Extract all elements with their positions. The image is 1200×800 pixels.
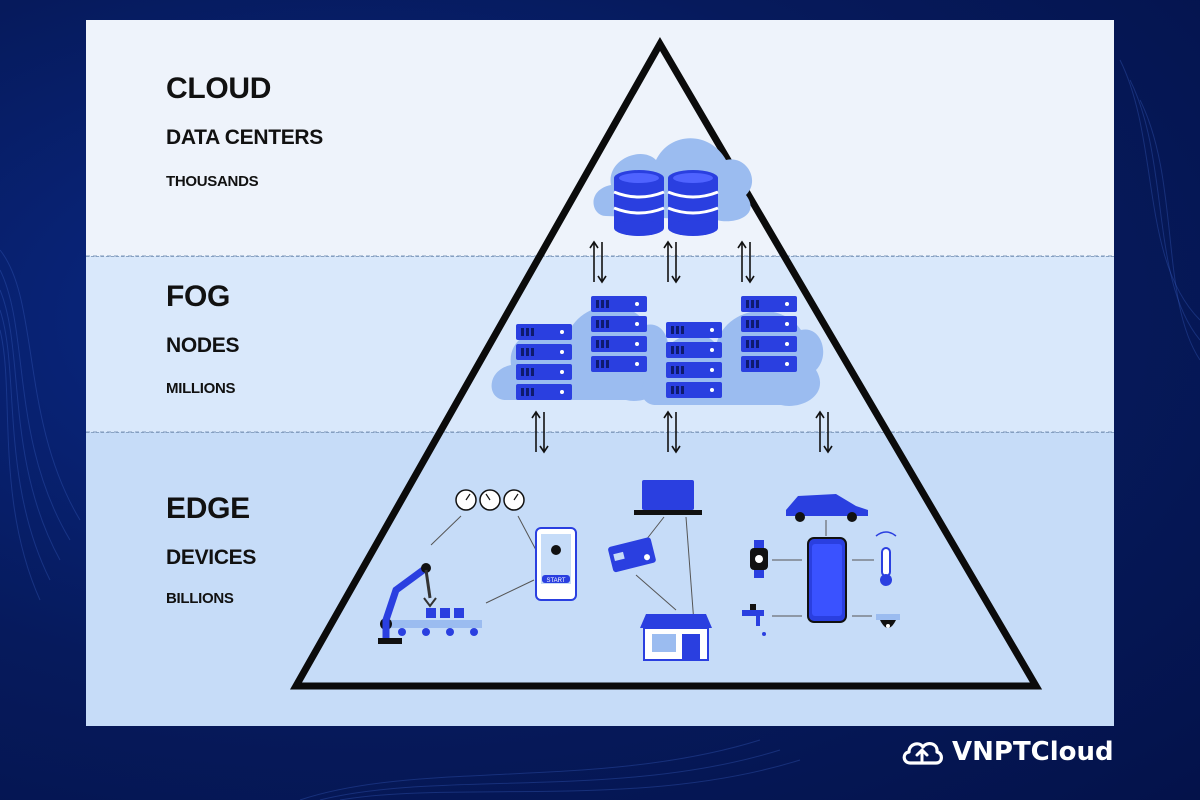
fog-level-subtitle: NODES bbox=[166, 334, 240, 357]
edge-level-subtitle: DEVICES bbox=[166, 546, 257, 569]
retail-cluster bbox=[608, 480, 712, 661]
tablet-icon: START bbox=[535, 527, 577, 601]
fog-level-title: FOG bbox=[166, 280, 231, 313]
cloud-fog-arrow-1 bbox=[589, 241, 607, 283]
brand-name: VNPTCloud bbox=[952, 737, 1114, 767]
edge-band bbox=[86, 432, 1114, 726]
security-camera-icon bbox=[876, 614, 900, 628]
factory-cluster: START bbox=[378, 489, 577, 644]
water-tap-icon bbox=[742, 604, 766, 636]
cloud-logo-icon bbox=[902, 741, 943, 765]
store-icon bbox=[640, 614, 712, 661]
cloud-fog-arrow-2 bbox=[663, 241, 681, 283]
edge-level-count: BILLIONS bbox=[166, 590, 234, 607]
credit-card-icon bbox=[608, 537, 656, 573]
fog-level-count: MILLIONS bbox=[166, 380, 236, 397]
pyramid-diagram: START bbox=[86, 36, 1114, 690]
brand-logo: VNPTCloud bbox=[900, 732, 1114, 772]
cloud-level-title: CLOUD bbox=[166, 72, 272, 105]
laptop-icon bbox=[634, 480, 702, 515]
smartwatch-icon bbox=[750, 540, 768, 578]
diagram-panel: START bbox=[86, 20, 1114, 726]
thermometer-icon bbox=[875, 531, 897, 586]
robot-arm-icon bbox=[378, 563, 482, 644]
cloud-fog-arrow-3 bbox=[737, 241, 755, 283]
gauges-icon bbox=[455, 489, 525, 511]
cloud-level-count: THOUSANDS bbox=[166, 173, 259, 190]
cloud-level-subtitle: DATA CENTERS bbox=[166, 126, 324, 149]
start-button-label: START bbox=[546, 578, 565, 584]
pyramid-outline bbox=[289, 36, 1043, 690]
cloud-band bbox=[86, 20, 1114, 256]
edge-level-title: EDGE bbox=[166, 492, 250, 525]
cloud-datacenter-icon bbox=[593, 138, 753, 238]
iot-cluster bbox=[742, 494, 900, 636]
fog-nodes-icon bbox=[491, 296, 824, 406]
car-icon bbox=[786, 494, 868, 522]
smartphone-icon bbox=[807, 537, 847, 623]
